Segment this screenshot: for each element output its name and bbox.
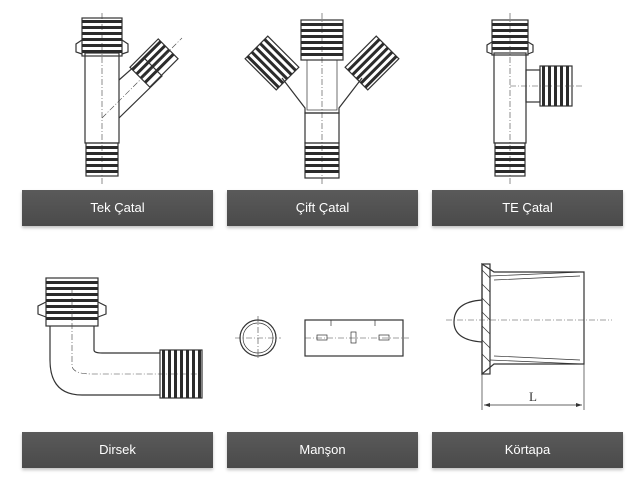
tek-catal-icon (22, 8, 213, 188)
product-label-cift-catal[interactable]: Çift Çatal (227, 190, 418, 226)
kortapa-icon: L (432, 250, 623, 430)
product-card-kortapa[interactable]: L Körtapa (432, 250, 623, 470)
cift-catal-icon (227, 8, 418, 188)
product-label-manson[interactable]: Manşon (227, 432, 418, 468)
dirsek-icon (22, 250, 213, 430)
te-catal-icon (432, 8, 623, 188)
product-card-manson[interactable]: Manşon (227, 250, 418, 470)
product-card-tek-catal[interactable]: Tek Çatal (22, 8, 213, 228)
dimension-label: L (529, 389, 537, 404)
product-card-dirsek[interactable]: Dirsek (22, 250, 213, 470)
product-label-te-catal[interactable]: TE Çatal (432, 190, 623, 226)
product-card-te-catal[interactable]: TE Çatal (432, 8, 623, 228)
manson-icon (227, 250, 418, 430)
product-label-dirsek[interactable]: Dirsek (22, 432, 213, 468)
product-label-tek-catal[interactable]: Tek Çatal (22, 190, 213, 226)
product-label-kortapa[interactable]: Körtapa (432, 432, 623, 468)
product-card-cift-catal[interactable]: Çift Çatal (227, 8, 418, 228)
